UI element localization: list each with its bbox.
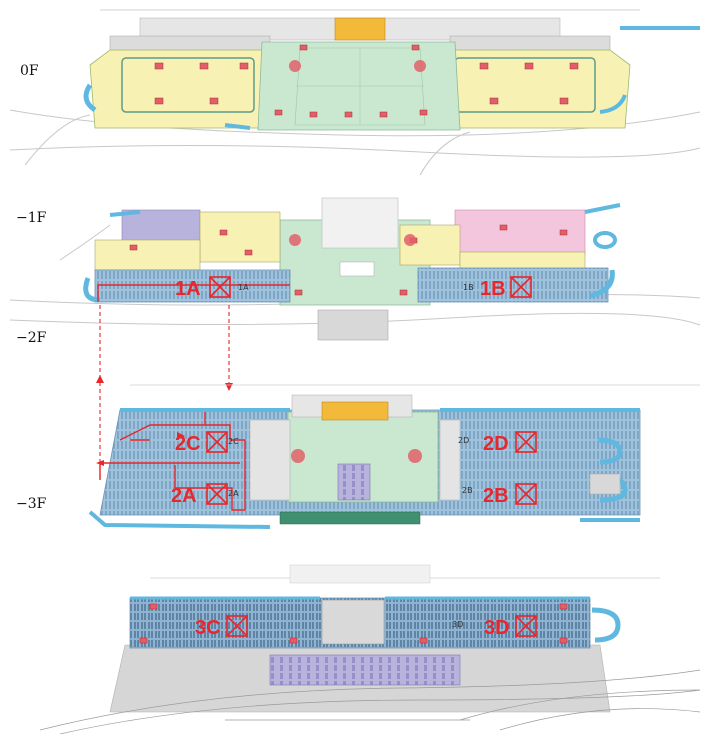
svg-text:2D: 2D xyxy=(458,436,469,445)
zone-1b-marker: 1B 1B xyxy=(463,276,532,300)
zone-2b-marker: 2B 2B xyxy=(462,483,537,507)
svg-text:2D: 2D xyxy=(483,433,509,455)
zone-2a-marker: 2A 2A xyxy=(171,483,239,507)
svg-text:2C: 2C xyxy=(228,437,239,446)
zone-1a-marker: 1A 1A xyxy=(175,276,249,300)
zone-2d-marker: 2D 2D xyxy=(458,431,537,455)
svg-text:1B: 1B xyxy=(480,278,506,300)
svg-text:1A: 1A xyxy=(238,283,249,292)
svg-text:1A: 1A xyxy=(175,278,201,300)
svg-text:3C: 3C xyxy=(195,617,221,639)
floor-minus2f: 2C 2C 2A 2A 2D 2D 2B 2B xyxy=(88,384,700,529)
floor-label-minus1f: −1F xyxy=(16,210,47,226)
svg-text:2A: 2A xyxy=(228,489,239,498)
floor-minus1f: 1A 1A 1B 1B xyxy=(9,197,701,341)
floor-label-minus3f: −3F xyxy=(16,496,47,512)
svg-text:3D: 3D xyxy=(452,620,463,629)
zone-2c-marker: 2C 2C xyxy=(175,431,239,455)
svg-text:2B: 2B xyxy=(462,486,473,495)
svg-text:1B: 1B xyxy=(463,283,474,292)
svg-text:2B: 2B xyxy=(483,485,509,507)
floor-label-0f: 0F xyxy=(20,63,39,79)
zone-3d-marker: 3D 3D xyxy=(452,615,537,639)
level-connector-arrows xyxy=(99,305,230,480)
svg-text:2C: 2C xyxy=(175,433,201,455)
floor-minus3f: 3C 3D 3D xyxy=(39,564,701,734)
floor-label-minus2f: −2F xyxy=(16,330,47,346)
zone-3c-marker: 3C xyxy=(195,615,248,639)
svg-text:2A: 2A xyxy=(171,485,197,507)
floor-0f xyxy=(9,9,701,176)
svg-text:3D: 3D xyxy=(484,617,510,639)
